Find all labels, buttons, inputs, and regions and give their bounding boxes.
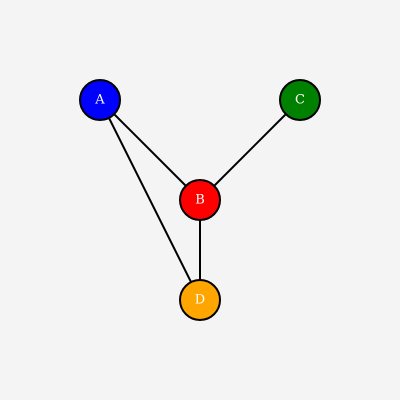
node-c: C — [279, 79, 321, 121]
edge-a-d — [99, 99, 201, 301]
node-b-circle — [179, 179, 221, 221]
node-a-label: A — [94, 93, 105, 108]
node-c-circle — [279, 79, 321, 121]
node-a-circle — [79, 79, 121, 121]
node-d: D — [179, 279, 221, 321]
node-d-circle — [179, 279, 221, 321]
edge-a-b — [99, 99, 201, 201]
node-a: A — [79, 79, 121, 121]
node-b-label: B — [195, 193, 205, 208]
node-d-label: D — [195, 293, 205, 308]
node-c-label: C — [295, 93, 305, 108]
node-b: B — [179, 179, 221, 221]
nodes-layer: A B C D — [79, 79, 321, 321]
edge-c-b — [199, 99, 301, 201]
